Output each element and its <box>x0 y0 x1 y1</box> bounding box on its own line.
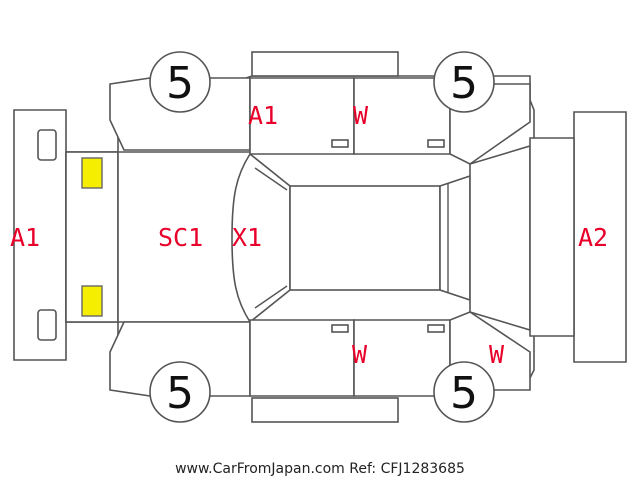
tire-front-left: 5 <box>149 51 211 113</box>
code-upper-rear-door: W <box>353 101 369 130</box>
rear-glass <box>439 174 471 302</box>
upper-side-sill <box>251 51 399 77</box>
code-lower-rear-quarter: W <box>489 340 505 369</box>
code-upper-front-door: A1 <box>248 101 278 130</box>
front-bumper-slot-bottom <box>37 309 57 341</box>
lower-front-door-handle <box>331 324 349 333</box>
windshield <box>231 152 291 324</box>
tire-rear-right-label: 5 <box>450 368 478 419</box>
lower-side-sill <box>251 397 399 423</box>
footer-reference: www.CarFromJapan.com Ref: CFJ1283685 <box>175 461 465 477</box>
tire-front-right-label: 5 <box>450 58 478 109</box>
tire-rear-right: 5 <box>433 361 495 423</box>
code-bonnet: SC1 <box>158 223 203 252</box>
upper-rear-door-handle <box>427 139 445 148</box>
tire-front-left-label: 5 <box>166 58 194 109</box>
tire-front-right: 5 <box>433 51 495 113</box>
tailgate <box>469 144 531 332</box>
rear-corner-right <box>529 137 575 337</box>
upper-front-door-handle <box>331 139 349 148</box>
front-lamp-top <box>81 157 103 189</box>
code-rear-bumper: A2 <box>578 223 608 252</box>
tire-rear-left-label: 5 <box>166 368 194 419</box>
lower-rear-door-handle <box>427 324 445 333</box>
roof <box>289 185 441 291</box>
front-lamp-bottom <box>81 285 103 317</box>
code-front-bumper: A1 <box>10 223 40 252</box>
windshield-edge <box>254 167 288 309</box>
front-bumper <box>13 109 67 361</box>
front-bumper-slot-top <box>37 129 57 161</box>
code-lower-front-door: W <box>352 340 368 369</box>
tire-rear-left: 5 <box>149 361 211 423</box>
code-windshield: X1 <box>232 223 262 252</box>
